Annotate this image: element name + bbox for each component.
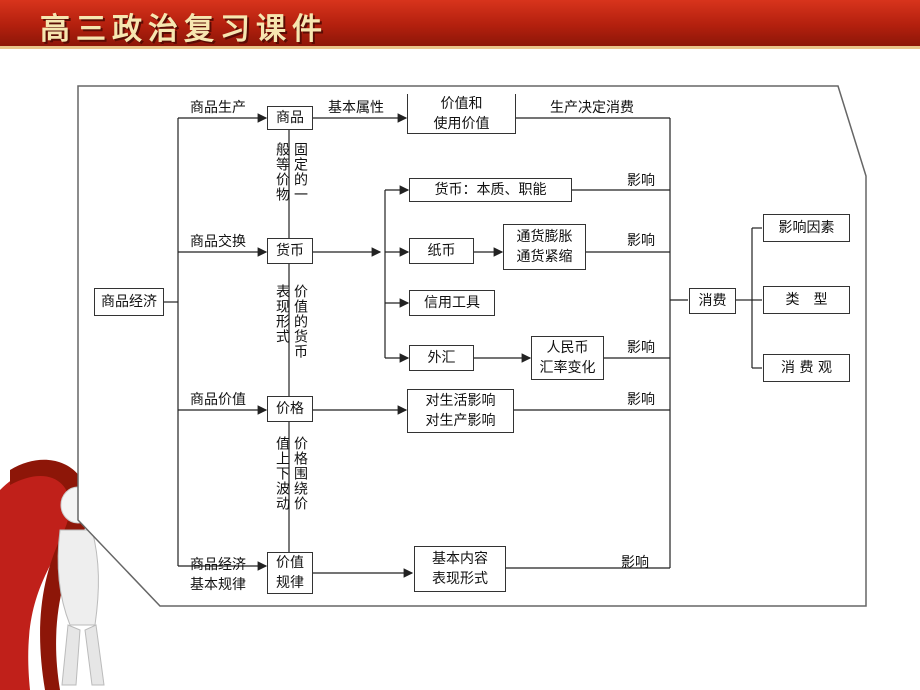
law-content-line1: 基本内容: [432, 551, 488, 567]
price-box: 价格: [267, 396, 313, 422]
value-box-line2: 使用价值: [433, 115, 490, 132]
law-content-line2: 表现形式: [432, 571, 488, 587]
title-banner: 高三政治复习课件: [0, 0, 920, 49]
consumption-box: 消费: [689, 288, 736, 314]
paper-money-box: 纸币: [409, 238, 474, 264]
vertical-text-value-form-a: 价值的货币: [292, 284, 308, 359]
branch-label-law-line1: 商品经济: [190, 557, 246, 573]
vertical-text-value-form-b: 表现形式: [274, 284, 290, 344]
rmb-line1: 人民币: [546, 340, 589, 356]
vertical-text-general-equivalent-a: 固定的一: [292, 142, 308, 202]
branch-label-production: 商品生产: [190, 100, 246, 116]
impact-label-law: 影响: [621, 555, 649, 571]
value-box-line1: 价值和: [440, 95, 483, 112]
rmb-line2: 汇率变化: [539, 360, 596, 376]
production-decides-consumption-label: 生产决定消费: [550, 100, 634, 116]
price-effects-box: 对生活影响 对生产影响: [407, 389, 514, 433]
price-effects-line1: 对生活影响: [425, 393, 496, 409]
impact-label-inflation: 影响: [627, 233, 655, 249]
impact-label-rmb: 影响: [627, 340, 655, 356]
slide-title: 高三政治复习课件: [40, 12, 328, 47]
value-and-use-value-box: 价值和 使用价值: [407, 94, 516, 134]
vertical-text-fluctuation-b: 值上下波动: [274, 436, 290, 511]
consumption-types-box: 类 型: [763, 286, 850, 314]
inflation-deflation-box: 通货膨胀 通货紧缩: [503, 224, 586, 270]
basic-attribute-label: 基本属性: [328, 100, 384, 116]
foreign-exchange-box: 外汇: [409, 345, 474, 371]
vertical-text-fluctuation-a: 价格围绕价: [292, 436, 308, 511]
credit-instruments-box: 信用工具: [409, 290, 495, 316]
branch-label-law-line2: 基本规律: [190, 577, 246, 593]
law-content-box: 基本内容 表现形式: [414, 546, 506, 592]
inflation-line1: 通货膨胀: [516, 229, 573, 245]
branch-label-exchange: 商品交换: [190, 234, 246, 250]
rmb-exchange-rate-box: 人民币 汇率变化: [531, 336, 604, 380]
consumption-factors-box: 影响因素: [763, 214, 850, 242]
law-of-value-box: 价值 规律: [267, 552, 313, 594]
thinking-figure-decoration: [0, 459, 105, 690]
root-commodity-economy-box: 商品经济: [94, 288, 164, 316]
law-box-line2: 规律: [276, 575, 304, 591]
commodity-box: 商品: [267, 106, 313, 130]
law-box-line1: 价值: [276, 555, 304, 571]
vertical-text-general-equivalent-b: 般等价物: [274, 142, 290, 202]
impact-label-nature: 影响: [627, 173, 655, 189]
branch-label-value: 商品价值: [190, 392, 246, 408]
consumption-view-box: 消 费 观: [763, 354, 850, 382]
impact-label-price: 影响: [627, 392, 655, 408]
inflation-line2: 通货紧缩: [516, 249, 573, 265]
price-effects-line2: 对生产影响: [425, 413, 496, 429]
currency-box: 货币: [267, 238, 313, 264]
currency-nature-box: 货币：本质、职能: [409, 178, 572, 202]
